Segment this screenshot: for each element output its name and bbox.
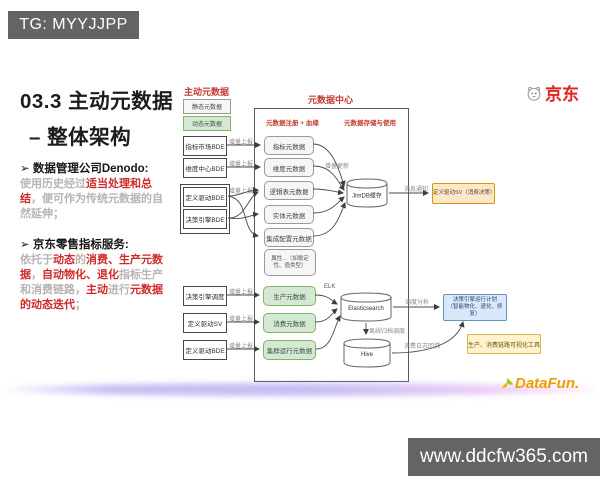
legend-static-metadata: 静态元数据 <box>183 99 231 114</box>
static-integration-config-metadata: 集成配置元数据 <box>264 228 314 247</box>
jimdb-label: JimDB缓存 <box>352 193 382 200</box>
tg-watermark-badge: TG: MYYJJPP <box>8 11 139 39</box>
source-decision-engine-bde: 决策引擎BDE <box>183 209 227 229</box>
bullet2-body: 依托于动态的消费、生产元数据，自动物化、退化指标生产和消费链路，主动进行元数据的… <box>20 253 170 313</box>
dynamic-consumption-metadata: 消费元数据 <box>263 313 316 333</box>
legend-title: 主动元数据 <box>184 87 230 97</box>
jimdb-cache-store: JimDB缓存 <box>346 178 388 208</box>
column-label-storage: 元数据存储与使用 <box>344 120 396 127</box>
blue-box-line1: 决策引擎运行计划 <box>452 297 497 303</box>
attribute-note-box: 属性...（如稳定性、值类型） <box>264 249 316 276</box>
cylinder-icon <box>346 178 388 208</box>
static-entity-metadata: 实体元数据 <box>264 205 314 224</box>
blue-box-line2: （智能物化、退化、修复） <box>447 304 503 317</box>
bullet2-seg-highlight: 自动物化、退化 <box>42 269 119 281</box>
url-watermark-badge: www.ddcfw365.com <box>408 438 600 476</box>
bullet1-seg-highlight: 适当处理和总结 <box>20 178 152 205</box>
source-definition-driven-sv: 定义驱动SV <box>183 313 227 333</box>
edge-label-consume-log-trace: 消费日志回溯 <box>404 344 441 350</box>
slide-title-line2: – 整体架构 <box>29 126 132 149</box>
elasticsearch-store: Elasticsearch <box>340 292 392 322</box>
source-definition-driven-bde-2: 定义驱动BDE <box>183 340 227 360</box>
bullet2-seg: 的 <box>75 254 86 266</box>
jd-logo-text: 京东 <box>545 85 579 104</box>
elasticsearch-label: Elasticsearch <box>348 305 384 312</box>
bullet2-seg: 进行 <box>108 284 130 296</box>
edge-label-incremental-report: 增量上报 <box>229 344 254 350</box>
edge-label-schedule-analysis: 调度分析 <box>405 300 430 306</box>
purple-wave-decoration <box>0 383 600 396</box>
datafun-logo-text: DataFun. <box>515 375 580 392</box>
bullet2-seg-highlight: 消费、生产元数据 <box>20 254 163 281</box>
bullet2-seg: ； <box>75 299 86 311</box>
source-metric-market: 指标市场BDE <box>183 136 227 156</box>
bullet1-header: ➢ 数据管理公司Denodo: <box>20 163 149 175</box>
hive-store: Hive <box>343 338 391 368</box>
static-logical-table-metadata: 逻辑表元数据 <box>264 181 314 200</box>
edge-label-incremental-update: 增量更新 <box>325 164 350 170</box>
datafun-logo: DataFun. <box>501 375 579 392</box>
bullet2-seg: ， <box>31 269 42 281</box>
static-metric-metadata: 指标元数据 <box>264 136 314 155</box>
bullet2-seg-highlight: 元数据的动态迭代 <box>20 284 163 311</box>
column-label-register: 元数据注册 + 血缘 <box>266 120 319 127</box>
hive-label: Hive <box>360 351 373 358</box>
source-decision-engine-scheduler: 决策引擎调度 <box>183 286 227 306</box>
edge-label-message-notify: 消息通知 <box>404 187 429 193</box>
bullet2-header: ➢ 京东零售指标服务: <box>20 239 129 251</box>
source-dimension-center: 维度中心BDE <box>183 158 227 178</box>
jd-dog-icon <box>527 86 541 101</box>
edge-label-incremental-report: 增量上报 <box>229 162 254 168</box>
edge-label-elk: ELK <box>324 284 336 290</box>
bullet2-seg-highlight: 主动 <box>86 284 108 296</box>
edge-label-incremental-report: 增量上报 <box>229 290 254 296</box>
edge-label-offline-archive: 离线归档调度 <box>369 329 406 335</box>
dynamic-production-metadata: 生产元数据 <box>263 286 316 306</box>
jd-logo: 京东 <box>525 80 579 105</box>
bullet1-seg: 使用历史经过 <box>20 178 86 190</box>
slide-title-line1: 03.3 主动元数据 <box>20 90 174 113</box>
lineage-visualization-tool-box: 生产、消费链路可视化工具 <box>467 334 541 354</box>
bullet2-seg: 指标生产和消费链路， <box>20 269 163 296</box>
bullet1-body: 使用历史经过适当处理和总结，便可作为传统元数据的自然延伸； <box>20 177 170 222</box>
bullet2-seg-highlight: 动态 <box>53 254 75 266</box>
definition-driven-sv-consumer-box: 定义驱动SV（消费决策） <box>432 183 495 204</box>
datafun-leaf-icon <box>501 377 514 389</box>
dynamic-cluster-runtime-metadata: 集群运行元数据 <box>263 340 316 360</box>
static-dimension-metadata: 维度元数据 <box>264 158 314 177</box>
metadata-center-title: 元数据中心 <box>308 95 354 105</box>
cylinder-icon <box>343 338 391 368</box>
bullet2-seg: 依托于 <box>20 254 53 266</box>
edge-label-incremental-report: 增量上报 <box>229 189 254 195</box>
cylinder-icon <box>340 292 392 322</box>
source-definition-driven-bde: 定义驱动BDE <box>183 187 227 207</box>
decision-engine-run-plan-box: 决策引擎运行计划 （智能物化、退化、修复） <box>443 294 507 321</box>
edge-label-incremental-report: 增量上报 <box>229 317 254 323</box>
legend-dynamic-metadata: 动态元数据 <box>183 116 231 131</box>
edge-label-incremental-report: 增量上报 <box>229 140 254 146</box>
bullet1-seg: ，便可作为传统元数据的自然延伸； <box>20 193 163 220</box>
